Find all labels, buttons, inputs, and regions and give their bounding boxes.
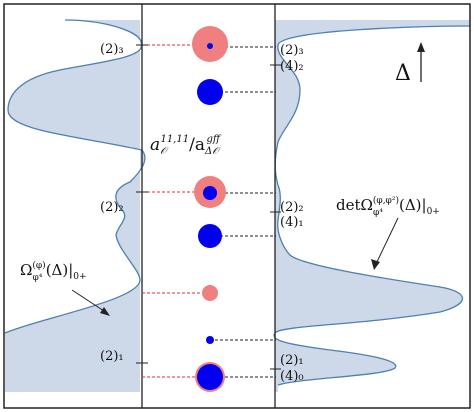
delta-axis-label: Δ: [395, 61, 411, 86]
left-ticks: [136, 44, 148, 364]
left-omega-outline: [4, 19, 146, 334]
right-det-curve: [274, 20, 470, 392]
label-left-23: (2)₃: [100, 42, 124, 57]
label-right-41: (4)₁: [280, 215, 304, 230]
blue-circle-2: [198, 224, 222, 248]
blue-dot-23: [207, 43, 213, 49]
blue-circle-1: [197, 79, 223, 105]
left-curve-label: Ωφ⁴(φ)(Δ)|0+: [20, 260, 87, 283]
label-right-40: (4)₀: [280, 369, 304, 384]
right-curve-pointer-head: [371, 259, 380, 270]
right-det-outline: [273, 25, 471, 386]
right-curve-pointer: [374, 217, 399, 267]
label-right-21: (2)₁: [280, 353, 304, 368]
label-left-21: (2)₁: [100, 349, 124, 364]
right-ticks: [270, 64, 281, 370]
pink-circle-mid: [202, 285, 218, 301]
label-right-22: (2)₂: [280, 200, 304, 215]
right-curve-label: detΩφ⁴(φ,φ²)(Δ)|0+: [336, 195, 440, 218]
left-omega-curve: [5, 20, 145, 392]
blue-dot-small: [206, 336, 214, 344]
left-curve-pointer-head: [100, 307, 110, 316]
delta-arrow-head: [417, 42, 425, 52]
label-left-22: (2)₂: [100, 200, 124, 215]
blue-circle-21: [197, 364, 223, 390]
label-right-23: (2)₃: [280, 43, 304, 58]
center-formula-label: a𝒪11,11/aΔ𝒪gff: [150, 134, 222, 157]
blue-circle-22: [203, 186, 217, 200]
frame: [3, 3, 471, 409]
left-curve-pointer: [71, 289, 108, 314]
label-right-42: (4)₂: [280, 59, 304, 74]
